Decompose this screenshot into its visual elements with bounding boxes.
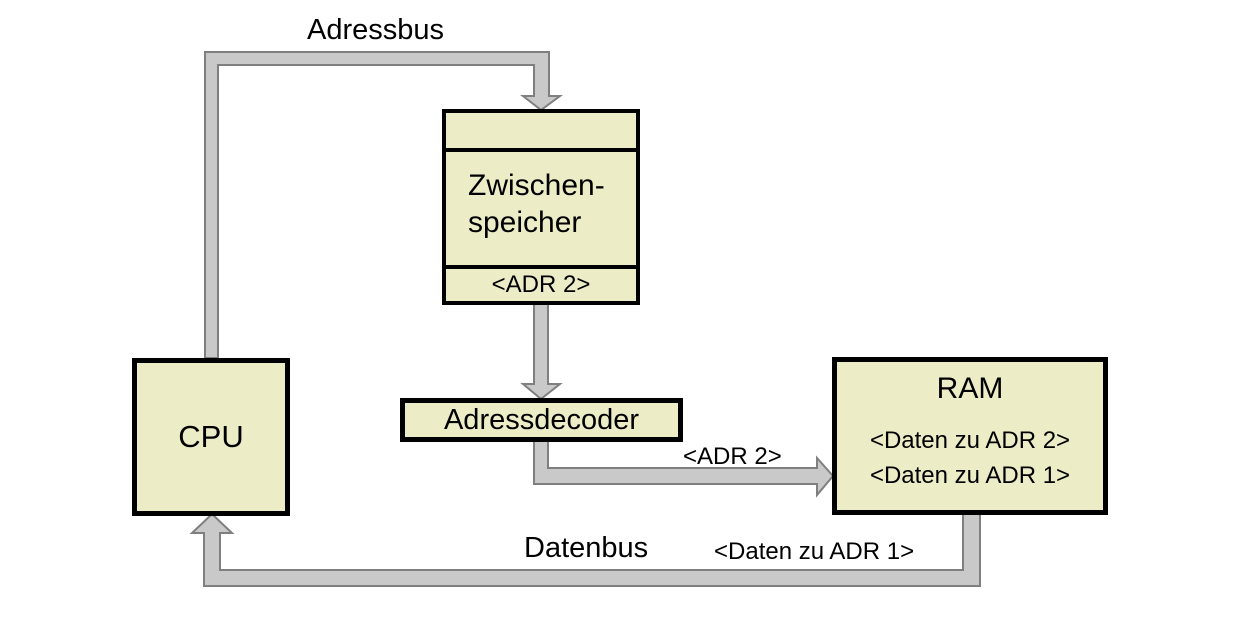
zwischenspeicher-name-line1: Zwischen- bbox=[468, 169, 605, 202]
adressbus-label: Adressbus bbox=[307, 14, 445, 46]
decoder-to-ram-pipe bbox=[533, 437, 835, 498]
ram-entry-adr1: <Daten zu ADR 1> bbox=[869, 462, 1071, 489]
zwischenspeicher-empty-slot bbox=[446, 113, 636, 148]
adressdecoder-label: Adressdecoder bbox=[443, 403, 640, 436]
adressdecoder-box: Adressdecoder bbox=[400, 398, 683, 442]
decoder-to-ram-data-label: <ADR 2> bbox=[683, 443, 782, 470]
zwischenspeicher-name-line2: speicher bbox=[468, 206, 582, 239]
datenbus-data-label: <Daten zu ADR 1> bbox=[714, 538, 915, 565]
cpu-box: CPU bbox=[132, 358, 290, 516]
ram-box: RAM <Daten zu ADR 2> <Daten zu ADR 1> bbox=[832, 357, 1108, 515]
zwischenspeicher-address: <ADR 2> bbox=[491, 271, 591, 298]
zwischenspeicher-box: Zwischen- speicher <ADR 2> bbox=[442, 109, 640, 305]
adressbus-pipe bbox=[204, 51, 564, 359]
zwischenspeicher-address-slot: <ADR 2> bbox=[446, 265, 636, 301]
buffer-to-decoder-pipe bbox=[520, 299, 563, 401]
cpu-label: CPU bbox=[178, 419, 244, 454]
ram-title: RAM bbox=[936, 372, 1004, 405]
datenbus-label: Datenbus bbox=[524, 532, 649, 564]
datenbus-pipe bbox=[189, 511, 981, 587]
ram-entry-adr2: <Daten zu ADR 2> bbox=[869, 427, 1071, 454]
ram-content: RAM <Daten zu ADR 2> <Daten zu ADR 1> bbox=[842, 367, 1098, 505]
zwischenspeicher-name: Zwischen- speicher bbox=[446, 148, 636, 265]
